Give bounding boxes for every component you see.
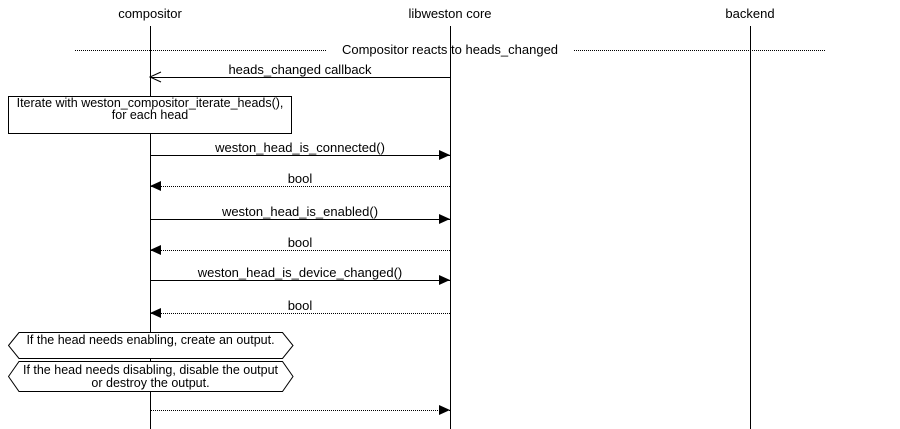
participant-label-compositor: compositor (118, 6, 182, 21)
message-line (150, 219, 450, 220)
filled-arrowhead-right-icon (439, 150, 450, 160)
message-line (150, 280, 450, 281)
message-label: weston_head_is_connected() (215, 140, 385, 155)
filled-arrowhead-left-icon (150, 308, 161, 318)
divider-line-left (75, 50, 326, 51)
lifeline-libweston-core (450, 26, 451, 429)
message-line (150, 250, 450, 251)
lifeline-backend (750, 26, 751, 429)
note-hexagon (8, 361, 294, 392)
note-box: Iterate with weston_compositor_iterate_h… (8, 96, 292, 134)
message-label: bool (287, 171, 313, 186)
message-line (150, 155, 450, 156)
filled-arrowhead-left-icon (150, 245, 161, 255)
message-line (150, 77, 450, 78)
participant-label-backend: backend (725, 6, 775, 21)
divider-label: Compositor reacts to heads_changed (341, 42, 559, 57)
open-arrowhead-left-icon (149, 71, 162, 83)
message-line (150, 186, 450, 187)
message-label: bool (287, 298, 313, 313)
note-hexagon (8, 332, 294, 359)
message-label: bool (287, 235, 313, 250)
filled-arrowhead-right-icon (439, 275, 450, 285)
lifeline-compositor (150, 26, 151, 429)
message-line (150, 313, 450, 314)
note-hexagon-text: If the head needs disabling, disable the… (22, 363, 279, 390)
message-label: weston_head_is_device_changed() (197, 265, 403, 280)
note-hexagon-text: If the head needs enabling, create an ou… (26, 333, 275, 347)
participant-label-libweston-core: libweston core (408, 6, 492, 21)
filled-arrowhead-left-icon (150, 181, 161, 191)
divider-line-right (574, 50, 825, 51)
filled-arrowhead-right-icon (439, 214, 450, 224)
message-label: weston_head_is_enabled() (221, 204, 379, 219)
filled-arrowhead-right-icon (439, 405, 450, 415)
message-label: heads_changed callback (228, 62, 372, 77)
message-line (150, 410, 450, 411)
